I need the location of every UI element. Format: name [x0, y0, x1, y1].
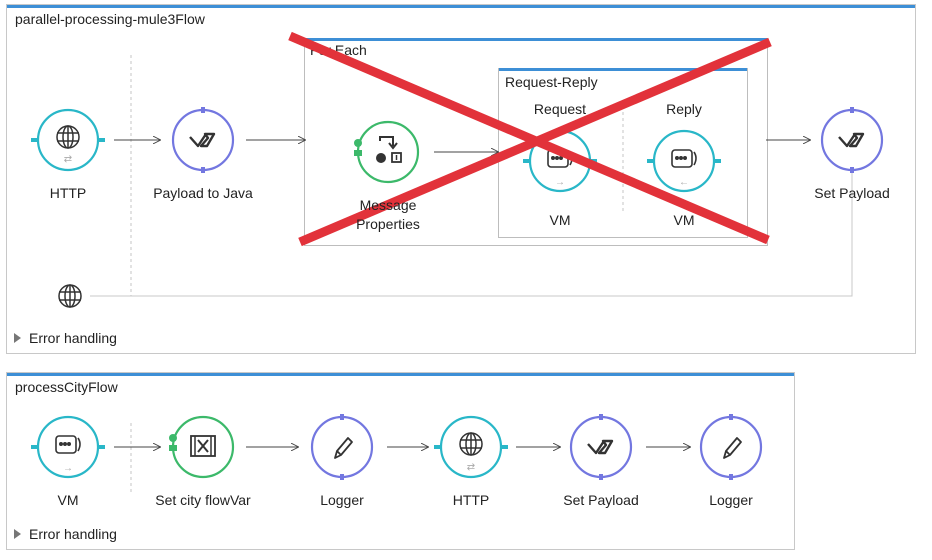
logger-label: Logger [320, 492, 364, 508]
http-node[interactable]: ⇄ [31, 108, 105, 172]
message-properties-icon [376, 136, 402, 163]
payload-to-java-label: Payload to Java [153, 185, 253, 201]
expand-triangle-icon [14, 333, 21, 344]
disabled-cross-icon [288, 31, 772, 247]
svg-text:←: ← [679, 177, 689, 188]
vm-queue-icon [671, 149, 697, 168]
set-payload-node[interactable] [569, 414, 633, 480]
response-return-line [90, 172, 853, 297]
request-label: Request [533, 101, 587, 117]
globe-icon [56, 125, 80, 149]
set-payload-label: Set Payload [563, 492, 639, 508]
flow-header-bar [7, 5, 915, 8]
vm-node-label: VM [57, 492, 79, 508]
error-handling-toggle[interactable]: Error handling [14, 330, 117, 346]
set-city-flowvar-node[interactable] [169, 415, 235, 479]
transform-icon [838, 132, 865, 148]
flow-process-city: processCityFlow [6, 372, 795, 550]
foreach-header-bar [305, 38, 767, 41]
vm-reply-label: VM [673, 212, 695, 228]
globe-icon [459, 432, 483, 456]
vm-node[interactable]: → [31, 415, 105, 479]
http-label: HTTP [452, 492, 490, 508]
message-properties-label-line2: Properties [356, 216, 420, 232]
set-payload-node[interactable] [820, 107, 884, 173]
pencil-icon [334, 437, 353, 459]
svg-text:⇄: ⇄ [467, 462, 475, 473]
set-city-flowvar-label: Set city flowVar [155, 492, 251, 508]
logger-label: Logger [709, 492, 753, 508]
flow-title[interactable]: processCityFlow [15, 379, 118, 395]
flow-title[interactable]: parallel-processing-mule3Flow [15, 11, 205, 27]
error-handling-label: Error handling [29, 526, 117, 542]
svg-text:→: → [555, 177, 565, 188]
globe-icon [58, 284, 82, 308]
transform-icon [587, 439, 614, 455]
reply-label: Reply [666, 101, 702, 117]
svg-text:→: → [63, 463, 73, 474]
vm-queue-icon [55, 435, 81, 454]
request-reply-header-bar [499, 68, 747, 71]
set-payload-label: Set Payload [814, 185, 890, 201]
logger-node[interactable] [699, 414, 763, 480]
error-handling-label: Error handling [29, 330, 117, 346]
message-properties-label-line1: Message [359, 197, 417, 213]
transform-icon [189, 132, 216, 148]
expand-triangle-icon [14, 529, 21, 540]
message-properties-node[interactable] [354, 120, 420, 184]
error-handling-toggle[interactable]: Error handling [14, 526, 117, 542]
http-node-label: HTTP [49, 185, 87, 201]
vm-request-label: VM [549, 212, 571, 228]
expression-x-icon [190, 435, 216, 457]
payload-to-java-node[interactable] [171, 107, 235, 173]
http-request-node[interactable]: ⇄ [434, 415, 508, 479]
request-reply-title: Request-Reply [505, 74, 598, 90]
logger-node[interactable] [310, 414, 374, 480]
flow-header-bar [7, 373, 794, 376]
vm-reply-node[interactable]: ← [647, 129, 721, 193]
exchange-pattern-icon: ⇄ [64, 154, 72, 165]
pencil-icon [723, 437, 742, 459]
